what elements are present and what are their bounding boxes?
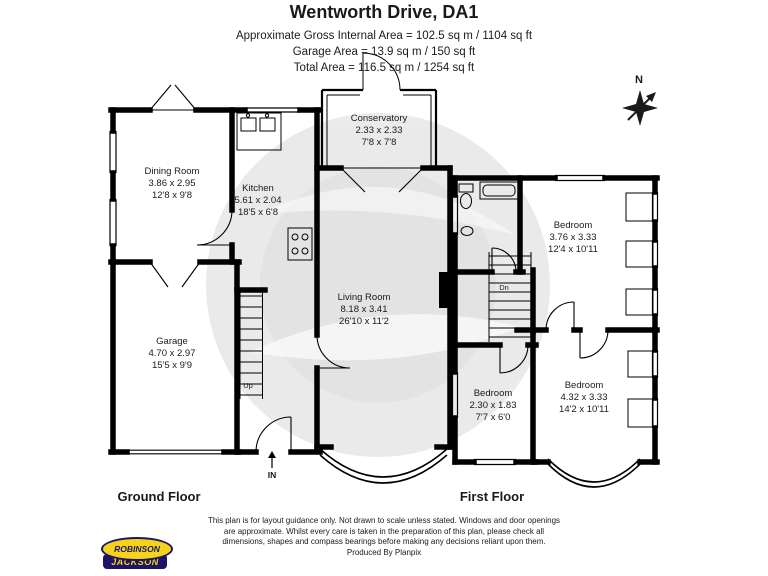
first-floor-plan [450, 174, 660, 488]
room-name: Bedroom [564, 380, 604, 391]
room-size-metric: 4.70 x 2.97 [148, 348, 196, 359]
robinson-jackson-logo: JACKSON ROBINSON [100, 537, 173, 573]
gross-area-line: Approximate Gross Internal Area = 102.5 … [235, 30, 533, 42]
basin [460, 226, 474, 236]
room-size-metric: 5.61 x 2.04 [234, 195, 282, 206]
room-name: Kitchen [242, 183, 274, 194]
garage-area-line: Garage Area = 13.9 sq m / 150 sq ft [292, 46, 476, 58]
room-size-imperial: 26'10 x 11'2 [339, 316, 389, 327]
bathtub [479, 181, 519, 200]
kitchen-sink [236, 112, 282, 151]
compass-rose [622, 90, 658, 126]
room-label-bedroom-3: Bedroom 4.32 x 3.33 14'2 x 10'11 [534, 380, 634, 416]
room-label-living-room: Living Room 8.18 x 3.41 26'10 x 11'2 [314, 292, 414, 328]
logo-robinson-text: ROBINSON [114, 544, 160, 554]
produced-by-line: Produced By Planpix [346, 547, 422, 557]
entrance-arrow [268, 451, 276, 468]
room-size-metric: 8.18 x 3.41 [340, 304, 388, 315]
bay-window-first [547, 458, 641, 488]
room-size-imperial: 7'7 x 6'0 [475, 412, 511, 423]
room-label-kitchen: Kitchen 5.61 x 2.04 18'5 x 6'8 [218, 183, 298, 219]
ground-floor-windows [109, 107, 300, 247]
disclaimer: This plan is for layout guidance only. N… [0, 516, 768, 558]
compass-north-label: N [635, 74, 643, 86]
room-label-dining-room: Dining Room 3.86 x 2.95 12'8 x 9'8 [122, 166, 222, 202]
room-size-imperial: 7'8 x 7'8 [361, 137, 397, 148]
conservatory-glazing [326, 52, 432, 166]
chimney-breast [439, 272, 450, 308]
ground-floor-title: Ground Floor [117, 489, 201, 504]
hob [287, 227, 313, 261]
room-name: Bedroom [473, 388, 513, 399]
wardrobes [625, 192, 654, 428]
disclaimer-line: This plan is for layout guidance only. N… [207, 516, 561, 525]
entrance-in-label: IN [267, 470, 277, 480]
ground-floor-doors [149, 84, 424, 453]
room-label-garage: Garage 4.70 x 2.97 15'5 x 9'9 [122, 336, 222, 372]
room-name: Garage [156, 336, 188, 347]
room-name: Living Room [337, 292, 391, 303]
first-floor-doors [491, 247, 609, 374]
room-name: Conservatory [350, 113, 408, 124]
room-size-imperial: 15'5 x 9'9 [151, 360, 193, 371]
room-label-bedroom-1: Bedroom 3.76 x 3.33 12'4 x 10'11 [523, 220, 623, 256]
stairs-up-label: Up [243, 381, 253, 390]
room-name: Bedroom [553, 220, 593, 231]
logo-jackson-text: JACKSON [111, 556, 159, 567]
room-size-metric: 3.86 x 2.95 [148, 178, 196, 189]
room-label-bedroom-2: Bedroom 2.30 x 1.83 7'7 x 6'0 [453, 388, 533, 424]
logo-robinson-oval: ROBINSON [101, 537, 173, 561]
ground-floor-plan [108, 52, 453, 484]
first-floor-title: First Floor [459, 489, 525, 504]
room-size-imperial: 12'8 x 9'8 [151, 190, 193, 201]
garage-door [127, 449, 224, 455]
staircase-first [488, 252, 532, 342]
room-size-metric: 2.33 x 2.33 [355, 125, 403, 136]
disclaimer-line: dimensions, shapes and compass bearings … [222, 537, 546, 546]
bay-window-ground [319, 448, 448, 484]
staircase-ground [239, 292, 263, 399]
room-size-metric: 4.32 x 3.33 [560, 392, 608, 403]
room-size-metric: 2.30 x 1.83 [469, 400, 517, 411]
room-size-imperial: 14'2 x 10'11 [559, 404, 609, 415]
stairs-down-label: Dn [499, 283, 509, 292]
disclaimer-line: are approximate. Whilst every care is ta… [223, 526, 545, 536]
toilet [458, 183, 474, 209]
room-size-metric: 3.76 x 3.33 [549, 232, 597, 243]
conservatory-walls [320, 88, 438, 168]
total-area-line: Total Area = 116.5 sq m / 1254 sq ft [293, 62, 475, 74]
page-title: Wentworth Drive, DA1 [289, 2, 479, 22]
room-name: Dining Room [144, 166, 200, 177]
room-size-imperial: 18'5 x 6'8 [237, 207, 279, 218]
room-size-imperial: 12'4 x 10'11 [548, 244, 598, 255]
room-label-conservatory: Conservatory 2.33 x 2.33 7'8 x 7'8 [329, 113, 429, 149]
